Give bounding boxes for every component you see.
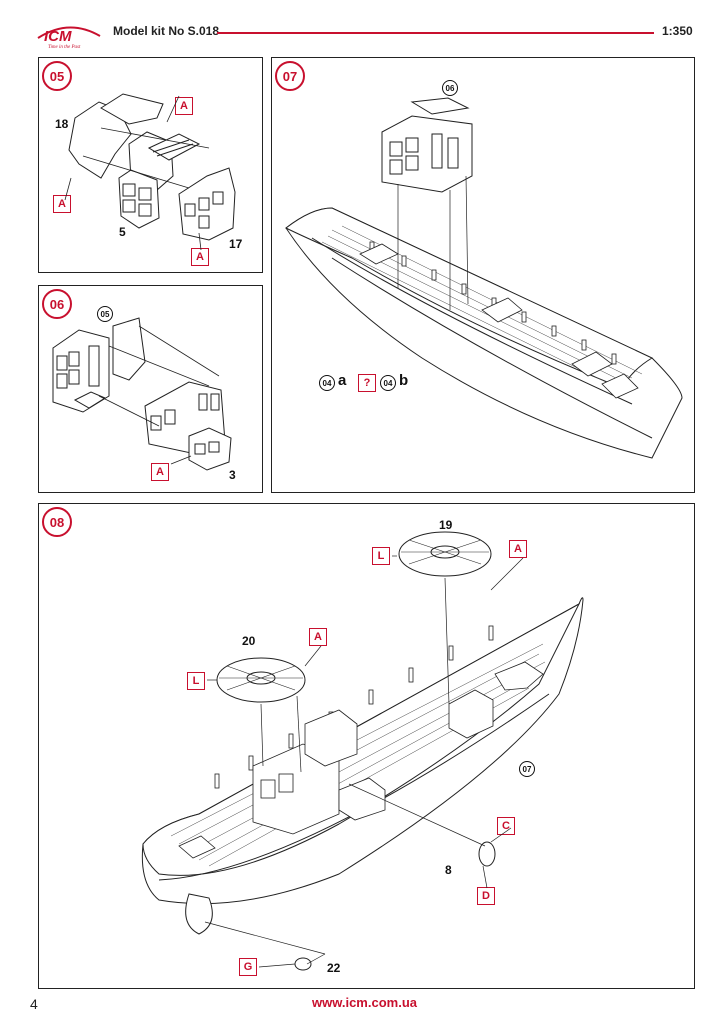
part-8-label: 8 (445, 863, 452, 877)
step-07-panel: 07 06 04 a ? 04 b (271, 57, 695, 493)
ref-step-04-a-badge: 04 (319, 375, 335, 391)
decal-label-d: D (477, 887, 495, 905)
step-08-panel: 08 07 19 20 8 22 L A L A C D G (38, 503, 695, 989)
step-06-panel: 06 05 3 A (38, 285, 263, 493)
decal-label-l: L (187, 672, 205, 690)
decal-label-a: A (53, 195, 71, 213)
decal-label-a: A (151, 463, 169, 481)
step-05-badge: 05 (42, 61, 72, 91)
step-08-badge: 08 (42, 507, 72, 537)
kit-title: Model kit No S.018 (113, 24, 220, 38)
svg-text:Time in the Past: Time in the Past (48, 45, 81, 50)
decal-label-l: L (372, 547, 390, 565)
part-17-label: 17 (229, 237, 243, 251)
part-3-label: 3 (229, 468, 236, 482)
scale-label: 1:350 (662, 24, 693, 38)
step-06-badge: 06 (42, 289, 72, 319)
decal-label-c: C (497, 817, 515, 835)
part-20-label: 20 (242, 634, 256, 648)
hull-with-deckhouse-drawing (285, 97, 683, 459)
step-07-badge: 07 (275, 61, 305, 91)
part-18-label: 18 (55, 117, 69, 131)
unknown-option-box: ? (358, 374, 376, 392)
variant-b-label: b (399, 372, 409, 389)
part-19-label: 19 (439, 518, 453, 532)
decal-label-a: A (509, 540, 527, 558)
brand-logo: ICM Time in the Past (34, 20, 104, 50)
variant-a-label: a (338, 372, 347, 389)
decal-label-a: A (309, 628, 327, 646)
step-05-panel: 05 18 5 17 A A A (38, 57, 263, 273)
ref-step-07-badge: 07 (519, 761, 535, 777)
header-rule (217, 32, 654, 34)
brand-logo-graphic: ICM Time in the Past (37, 26, 101, 50)
ref-step-06-badge: 06 (442, 80, 458, 96)
page-number: 4 (30, 996, 38, 1012)
decal-label-g: G (239, 958, 257, 976)
decal-label-a: A (175, 97, 193, 115)
hull-final-assembly-drawing (141, 531, 584, 971)
ref-step-04-b-badge: 04 (380, 375, 396, 391)
ref-step-05-badge: 05 (97, 306, 113, 322)
part-5-label: 5 (119, 225, 126, 239)
decal-label-a: A (191, 248, 209, 266)
svg-text:ICM: ICM (44, 28, 72, 45)
part-22-label: 22 (327, 961, 341, 975)
superstructure-walls-drawing (64, 93, 236, 251)
website-link[interactable]: www.icm.com.ua (312, 995, 417, 1010)
step-06-assembly-drawing (52, 317, 232, 471)
